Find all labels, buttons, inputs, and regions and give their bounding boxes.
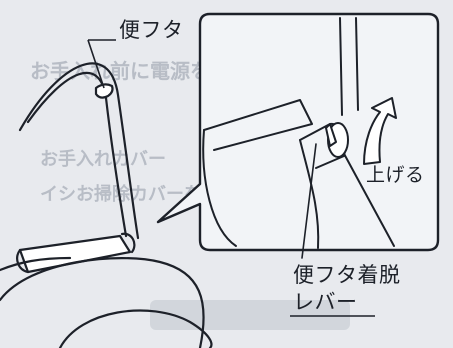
- lever-tab: [325, 123, 337, 147]
- lever-label: 便フタ着脱 レバー: [293, 262, 401, 316]
- lever-label-line-2: レバー: [293, 290, 358, 314]
- lever-leader-line: [301, 143, 317, 259]
- show-through-text-2: お手入れカバー: [40, 148, 166, 170]
- zoom-callout: [156, 12, 440, 259]
- lid-vertical-edge-1: [339, 17, 343, 116]
- seat-outer: [0, 257, 205, 348]
- seat-inner: [58, 309, 213, 348]
- hinge-cover-right: [120, 232, 136, 254]
- hinge-housing-left: [202, 129, 237, 247]
- show-through-banner: [150, 300, 350, 330]
- seat-rim: [0, 256, 72, 272]
- lid-handle-icon: [94, 83, 114, 99]
- lever-label-line-1: 便フタ着脱: [293, 263, 401, 287]
- toilet-body: [0, 62, 213, 348]
- hinge-housing-front: [299, 139, 320, 249]
- hinge-cover: [18, 234, 132, 274]
- zoomed-lever-detail: [202, 17, 395, 259]
- raise-label: 上げる: [366, 164, 425, 186]
- lid-label: 便フタ: [119, 18, 184, 42]
- hinge-housing-top: [203, 99, 313, 151]
- lid-vertical-edge-2: [355, 17, 359, 111]
- raise-arrow-icon: [363, 97, 397, 165]
- lid-leader-pointer: [87, 39, 105, 89]
- lid-outer-edge: [18, 62, 140, 240]
- callout-frame: [156, 12, 440, 252]
- hinge-housing-right: [341, 149, 395, 247]
